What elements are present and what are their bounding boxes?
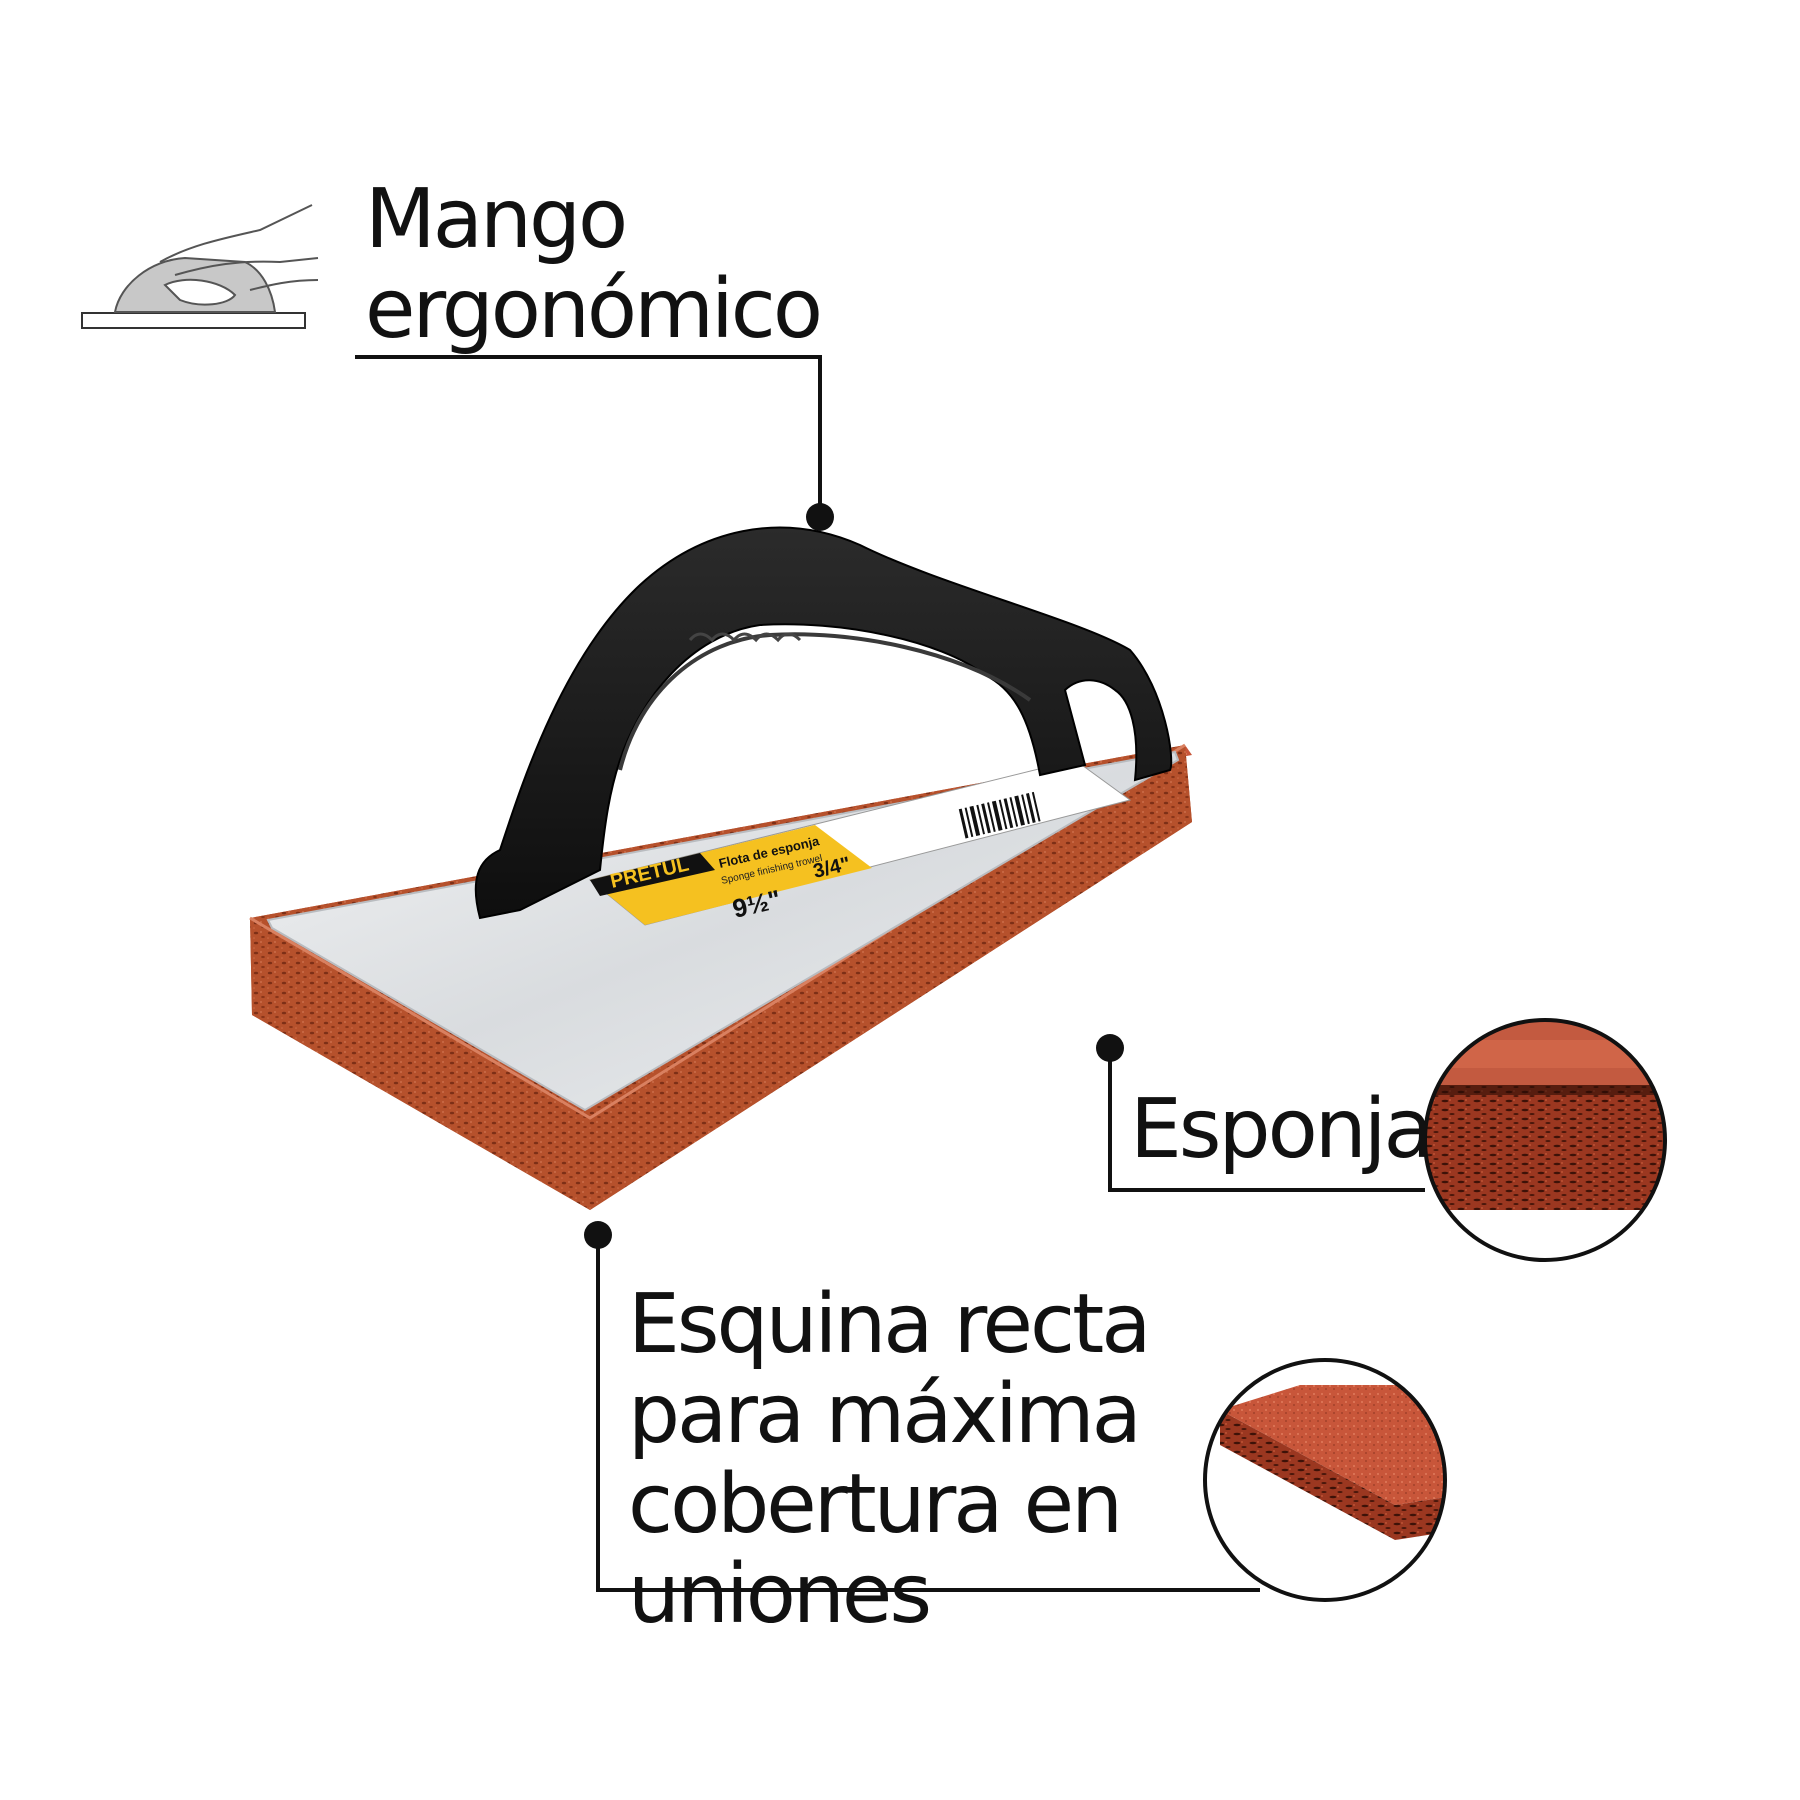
handle-feature-label: Mango ergonómico (365, 172, 823, 357)
sponge-feature-label: Esponja (1130, 1082, 1434, 1177)
corner-feature-line2: para máxima (628, 1367, 1142, 1462)
sponge-zoom-circle (1423, 1018, 1667, 1262)
hand-grip-icon (81, 204, 319, 329)
leader-lines (355, 355, 1425, 1592)
corner-zoom-circle (1203, 1358, 1447, 1602)
corner-feature-label: Esquina recta para máxima cobertura en u… (628, 1277, 1151, 1642)
leader-dots (584, 503, 1124, 1249)
handle-feature-line2: ergonómico (365, 262, 823, 357)
handle (474, 526, 1173, 920)
corner-feature-line1: Esquina recta (628, 1277, 1151, 1372)
barcode (958, 791, 1041, 839)
corner-feature-line3: cobertura en (628, 1457, 1123, 1552)
corner-feature-line4: uniones (628, 1547, 932, 1642)
handle-feature-line1: Mango (365, 172, 628, 267)
